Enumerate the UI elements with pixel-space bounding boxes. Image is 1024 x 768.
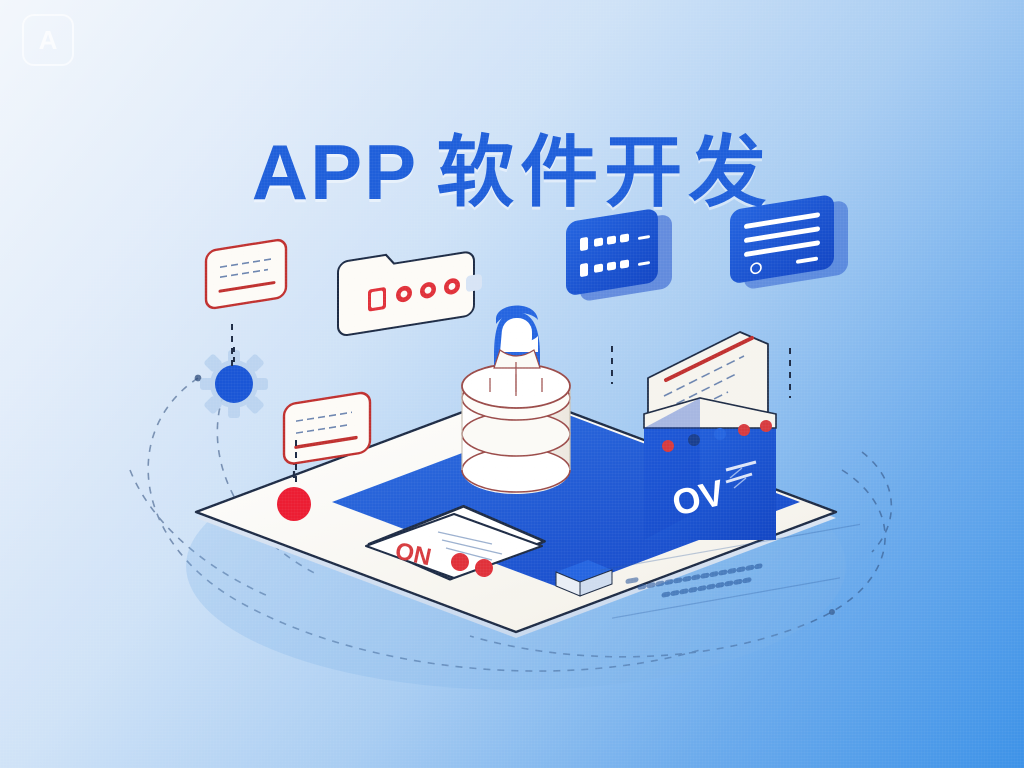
app-logo-watermark: A [22, 14, 74, 66]
orbit-node-dot [194, 374, 202, 382]
page-title-en: APP [251, 128, 419, 216]
red-outline-note-card-2 [282, 391, 372, 486]
red-outline-note-card [204, 238, 288, 368]
folder-dots-card [337, 251, 482, 336]
dashed-orbit-paths [129, 369, 893, 672]
developer-avatar [493, 305, 541, 392]
footer-placeholder-text [600, 523, 860, 619]
blue-lines-card [730, 195, 848, 398]
folder-status-dots [662, 420, 772, 452]
document-window: OV [643, 331, 777, 540]
watermark-glyph: A [38, 25, 58, 55]
gear-node [200, 344, 268, 418]
orbit-node-dot [829, 609, 835, 615]
blue-book [555, 560, 613, 597]
app-card-on-platform: ON [365, 504, 546, 581]
blue-toggle-card [566, 209, 672, 384]
page-title-cn: 软件开发 [436, 128, 773, 216]
